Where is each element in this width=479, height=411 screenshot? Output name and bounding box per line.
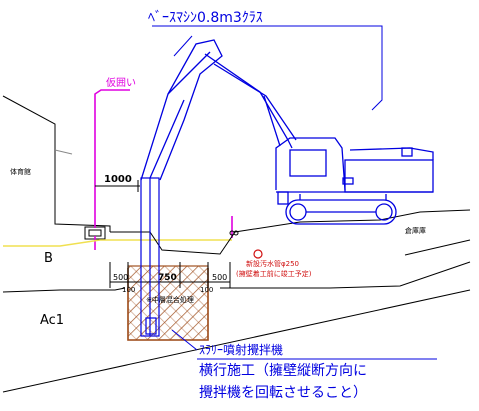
method-line2-label: 攪拌機を回転させること） [199,385,367,401]
sewer-pipe-marker [253,249,263,259]
ground-layer-b [3,239,232,247]
pipe-label-line2: (擁壁着工前に竣工予定) [236,269,312,278]
dimension-750-label: 750 [158,273,177,283]
leader-lines [152,25,437,360]
dimension-500-right-label: 500 [212,273,227,282]
fence-label: 仮囲い [106,76,136,89]
small-marker [229,230,239,236]
layer-ac1-label: Ac1 [40,313,64,328]
method-line1-label: 横行施工（擁壁縦断方向に [199,363,367,379]
gym-label: 体育館 [10,167,31,176]
dimension-1000 [95,180,140,192]
dimension-500-left-label: 500 [113,273,128,282]
machine-label: ﾍﾞｰｽﾏｼﾝ0.8m3ｸﾗｽ [148,10,263,26]
mix-note-label: ※中層混合処理 [146,295,194,304]
layer-b-label: B [44,251,53,266]
excavator-boom [140,39,297,181]
method-title-label: ｽﾗﾘｰ噴射攪拌機 [199,342,283,357]
warehouse-label: 倉庫庫 [405,226,426,235]
pipe-label-line1: 新設汚水管φ250 [246,259,299,268]
ground-profile [2,209,471,393]
dimension-100-left-label: 100 [122,286,135,294]
dimension-100-right-label: 100 [200,286,213,294]
excavator-body [275,137,434,225]
temporary-fence [94,89,233,250]
dimension-1000-label: 1000 [104,174,132,185]
